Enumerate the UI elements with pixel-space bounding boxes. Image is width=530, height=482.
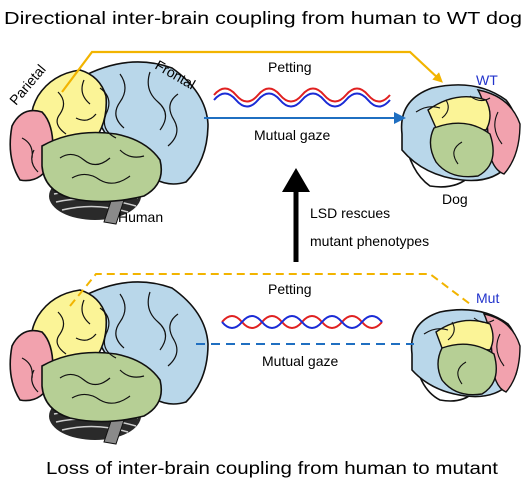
gaze-label-bottom: Mutual gaze [262,353,338,369]
human-label: Human [118,209,163,225]
dog-temporal-top [429,122,494,178]
desynchronized-waves-bottom [221,315,383,329]
rescue-arrow [282,168,310,262]
petting-label-bottom: Petting [268,281,312,297]
mut-label: Mut [476,290,499,306]
petting-line-bottom [69,273,471,307]
bottom-title: Loss of inter-brain coupling from human … [46,458,498,478]
petting-label-top: Petting [268,59,312,75]
rescue-label-line1: LSD rescues [310,205,390,221]
rescue-label-line2: mutant phenotypes [310,233,429,249]
dog-brain-bottom [410,308,521,402]
temporal-lobe-top [41,131,163,203]
petting-arrow-top [61,50,443,93]
dog-brain-top [400,84,521,188]
human-brain-top [9,61,209,225]
wt-label: WT [476,72,498,88]
dog-temporal-bottom [437,343,497,396]
top-title: Directional inter-brain coupling from hu… [4,8,522,28]
human-brain-bottom [9,281,209,445]
synchronized-waves-top [213,87,391,108]
temporal-lobe-bottom [41,351,163,423]
gaze-label-top: Mutual gaze [254,127,330,143]
dog-label: Dog [442,191,468,207]
